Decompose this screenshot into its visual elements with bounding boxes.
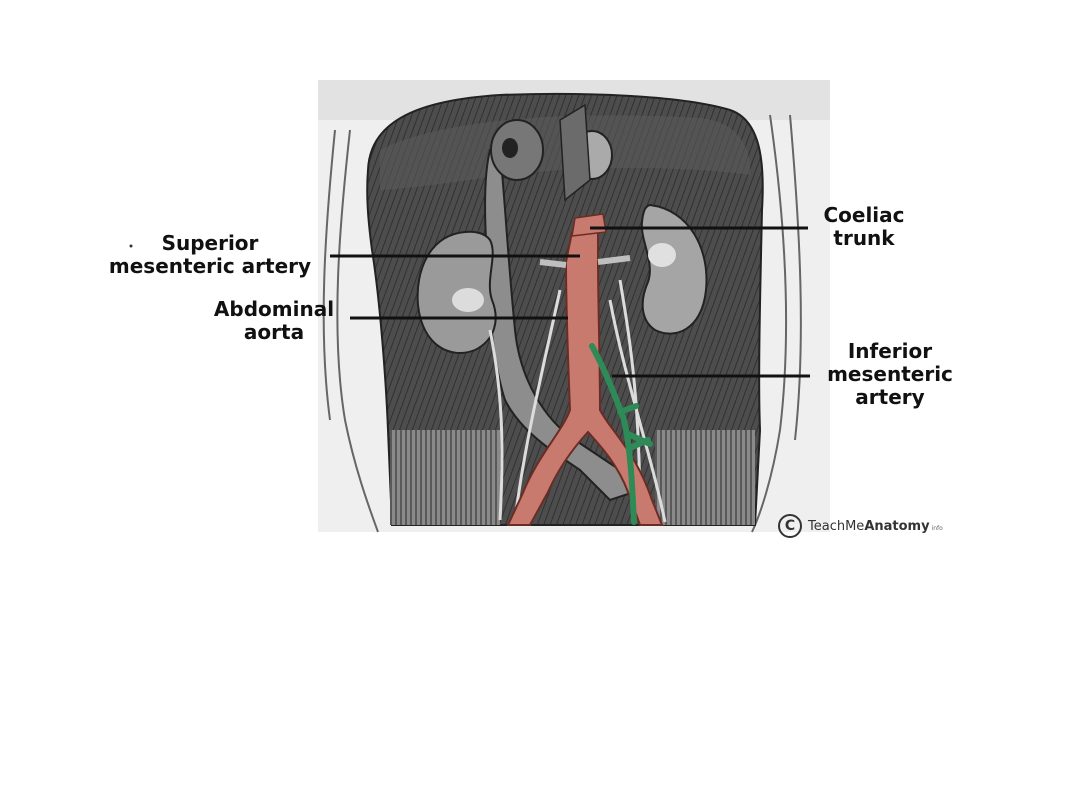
watermark-prefix: TeachMe	[808, 518, 865, 534]
label-line: trunk	[833, 226, 895, 250]
label-line: mesenteric	[827, 362, 953, 386]
label-line: Coeliac	[823, 203, 905, 227]
right-kidney	[640, 203, 708, 335]
label-superior-mesenteric-artery: Superior mesenteric artery	[96, 232, 324, 278]
label-coeliac-trunk: Coeliac trunk	[812, 204, 916, 250]
label-line: mesenteric artery	[108, 254, 312, 278]
label-line: aorta	[243, 320, 305, 344]
stray-mark	[129, 244, 133, 248]
label-inferior-mesenteric-artery: Inferior mesenteric artery	[816, 340, 964, 409]
copyright-icon: C	[778, 514, 802, 538]
watermark-brand: Anatomy	[864, 518, 930, 534]
label-line: Inferior	[847, 339, 933, 363]
body-outline	[322, 114, 802, 533]
label-line: Superior	[161, 231, 259, 255]
label-line: Abdominal	[213, 297, 335, 321]
leader-lines	[330, 226, 810, 378]
inferior-mesenteric-artery	[589, 343, 653, 525]
watermark-suffix: info	[931, 524, 943, 532]
label-abdominal-aorta: Abdominal aorta	[200, 298, 348, 344]
abdominal-aorta	[506, 213, 664, 526]
label-line: artery	[855, 385, 925, 409]
oesophagus	[490, 103, 613, 202]
left-kidney	[416, 230, 497, 354]
